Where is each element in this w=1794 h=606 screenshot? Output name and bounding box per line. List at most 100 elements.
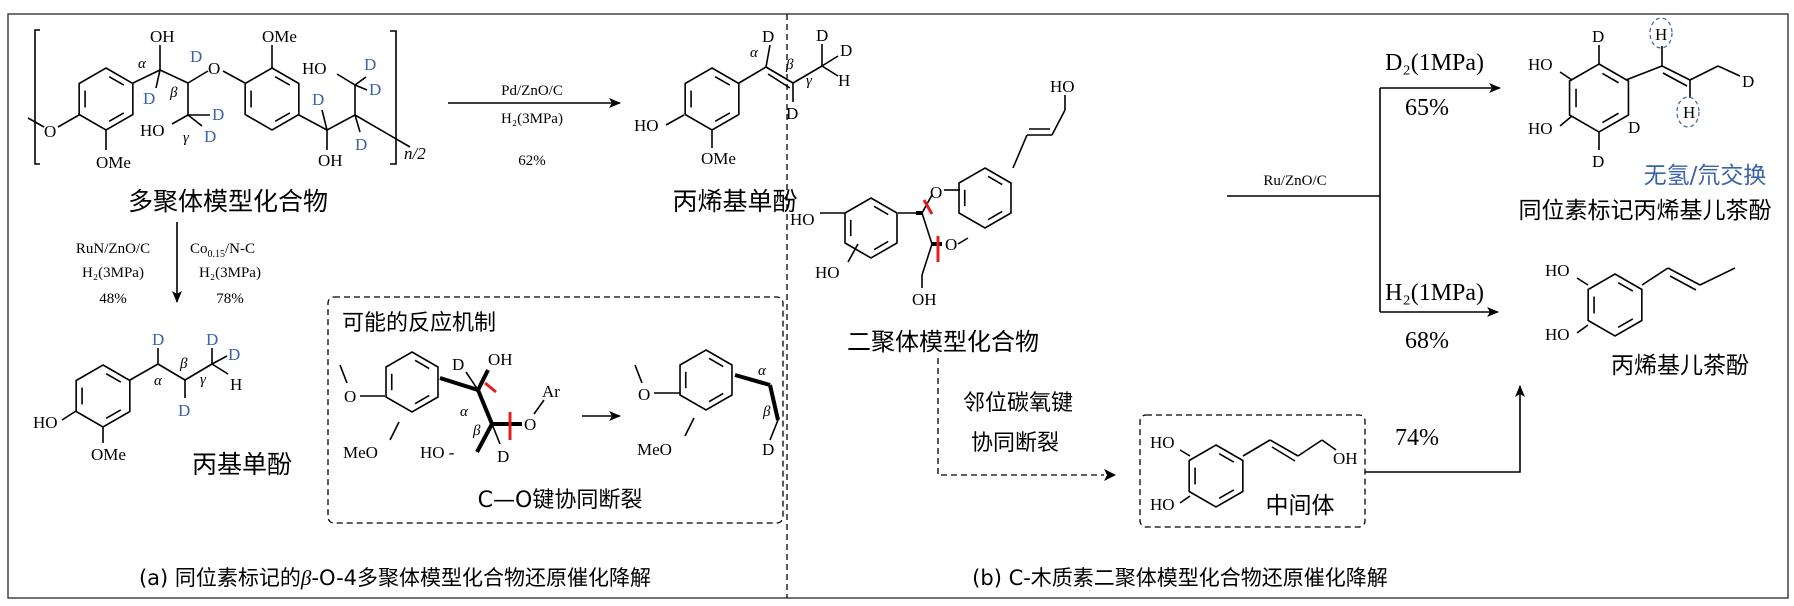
right-bracket <box>390 30 397 165</box>
double-bond <box>1602 112 1619 124</box>
deuterium-label: D <box>355 135 367 154</box>
double-bond <box>274 112 291 123</box>
deuterium-label: D <box>786 104 798 123</box>
atom-label: O <box>930 183 942 202</box>
yield-label: 78% <box>216 291 244 307</box>
double-bond <box>873 205 889 216</box>
benzene-ring <box>679 349 733 411</box>
double-bond <box>108 112 125 123</box>
deuterium-label: D <box>762 27 774 46</box>
conditions-label: H₂(3MPa) <box>82 265 144 281</box>
benzene-ring <box>958 167 1012 229</box>
atom-label: O <box>44 122 56 141</box>
alpha-label: α <box>154 373 163 389</box>
catalyst-label: Ru/ZnO/C <box>1263 173 1326 189</box>
panel-b-caption: (b) C-木质素二聚体模型化合物还原催化降解 <box>972 566 1388 590</box>
atom-label: OMe <box>91 445 126 464</box>
deuterium-label: D <box>1592 152 1604 171</box>
arrow-74 <box>1365 385 1525 473</box>
figure-border <box>7 13 1789 599</box>
double-bond <box>414 394 430 405</box>
atom-label: OH <box>912 290 937 309</box>
h2-conditions: H₂(1MPa) <box>1385 280 1484 306</box>
propyl-monophenol-name: 丙基单酚 <box>192 450 292 479</box>
benzene-ring <box>78 67 134 131</box>
deuterium-label: D <box>312 90 324 109</box>
atom-label: OH <box>150 27 175 46</box>
propyl-monophenol-structure: HO OMe D α β D γ D D H <box>33 330 242 464</box>
beta-label: β <box>472 423 481 439</box>
benzene-ring <box>1188 444 1244 508</box>
alpha-label: α <box>750 45 759 61</box>
dimer-structure: HO HO O O OH HO <box>790 77 1075 309</box>
gamma-label: γ <box>806 73 813 89</box>
atom-label: OMe <box>262 27 297 46</box>
pathway-arrowhead <box>1104 469 1116 481</box>
highlight-circle <box>1649 17 1673 49</box>
left-bracket <box>34 29 40 165</box>
deuterium-label: D <box>1592 27 1604 46</box>
double-bond <box>708 357 724 368</box>
mechanism-caption: C—O键协同断裂 <box>478 488 643 513</box>
yield-label: 48% <box>99 291 127 307</box>
double-bond <box>1218 489 1235 500</box>
atom-label: MeO <box>637 440 672 459</box>
double-bond <box>1218 452 1235 463</box>
gamma-label: γ <box>200 372 207 388</box>
atom-label: OMe <box>701 149 736 168</box>
atom-label: HO <box>1150 495 1175 514</box>
beta-label: β <box>179 356 188 372</box>
mechanism-reactant: O MeO D OH α β O Ar D HO - <box>339 350 560 466</box>
double-bond <box>873 240 889 251</box>
benzene-ring <box>385 351 439 413</box>
deuterium-label: D <box>762 440 774 459</box>
deuterium-label: D <box>452 355 464 374</box>
catalyst-label: Pd/ZnO/C <box>501 83 563 99</box>
atom-label: H <box>1683 103 1695 122</box>
deuterium-label: D <box>1742 72 1754 91</box>
benzene-ring <box>684 67 740 131</box>
benzene-ring <box>244 67 300 131</box>
double-bond <box>108 75 125 86</box>
atom-label: HO <box>1545 325 1570 344</box>
deuterium-label: D <box>840 41 852 60</box>
benzene-ring <box>844 197 898 259</box>
propenyl-monophenol-structure: HO OMe D α β D γ D D H <box>634 26 852 168</box>
benzene-ring <box>75 364 131 428</box>
alpha-label: α <box>460 404 469 420</box>
propenyl-monophenol-name: 丙烯基单酚 <box>672 187 797 216</box>
conditions-label: H₂(3MPa) <box>199 265 261 281</box>
mechanism-box <box>327 296 784 524</box>
double-bond <box>1617 281 1634 292</box>
intermediate-yield: 74% <box>1395 425 1439 451</box>
double-bond <box>714 75 731 86</box>
atom-label: HO <box>1545 261 1570 280</box>
atom-label: OMe <box>96 153 131 172</box>
atom-label: MeO <box>343 443 378 462</box>
gamma-label: γ <box>183 130 190 146</box>
double-bond <box>1617 318 1634 329</box>
atom-label: HO <box>302 59 327 78</box>
atom-label: HO <box>815 263 840 282</box>
mechanism-title: 可能的反应机制 <box>342 311 496 336</box>
pathway-label: 邻位碳氧键 <box>963 391 1073 416</box>
atom-label: O <box>524 415 536 434</box>
mechanism-product: O MeO α β D <box>634 363 780 459</box>
atom-label: HO <box>33 413 58 432</box>
atom-label: O <box>344 387 356 406</box>
deuterium-label: D <box>369 80 381 99</box>
atom-label: O <box>638 385 650 404</box>
atom-label: H <box>1655 25 1667 44</box>
atom-label: OH <box>488 350 513 369</box>
deuterium-label: D <box>816 26 828 45</box>
repeat-label: n/2 <box>404 144 426 163</box>
benzene-ring <box>1568 63 1630 133</box>
h2-yield: 68% <box>1405 328 1449 354</box>
atom-label: OH <box>1333 449 1358 468</box>
atom-label: Ar <box>542 382 560 401</box>
double-bond <box>708 392 724 403</box>
double-bond <box>274 75 291 86</box>
deuterium-label: D <box>212 105 224 124</box>
propenylcatechol-name: 丙烯基儿茶酚 <box>1611 353 1749 379</box>
